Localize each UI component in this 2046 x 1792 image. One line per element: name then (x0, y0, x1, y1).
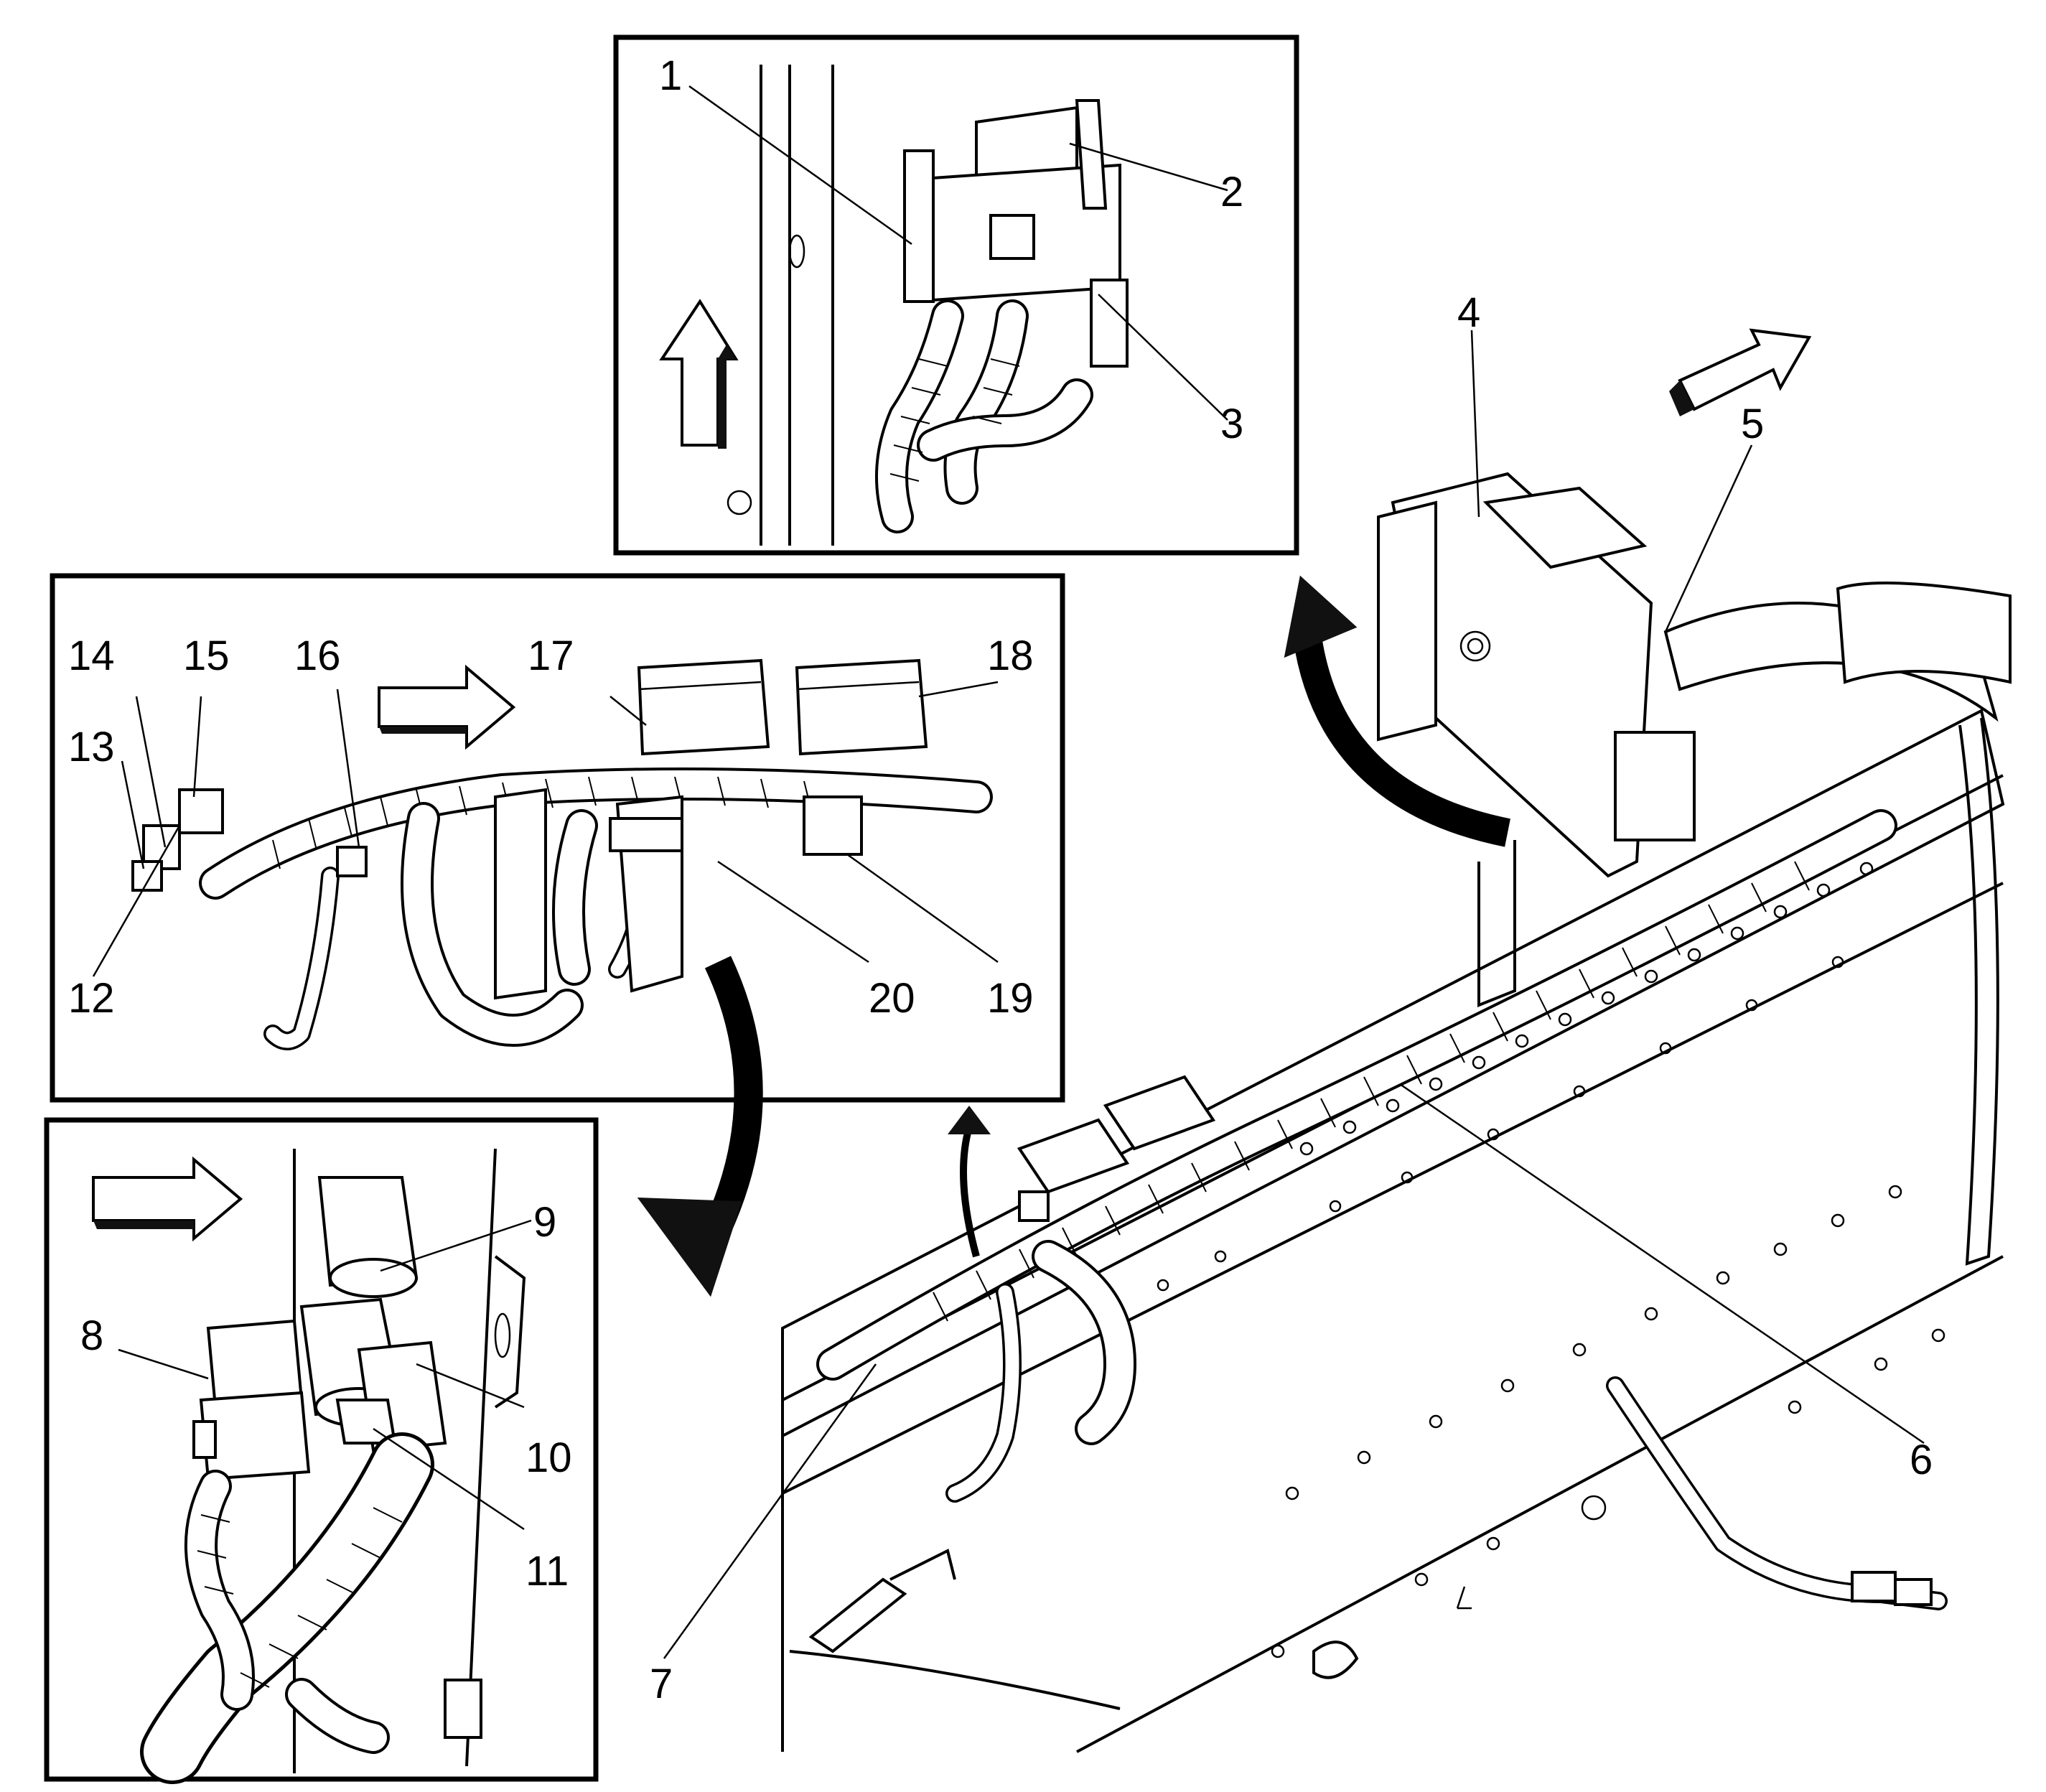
callout-18: 18 (987, 633, 1034, 679)
callout-1: 1 (659, 52, 682, 99)
arrow-diagonal-icon (1669, 328, 1812, 416)
inset-relay-detail (613, 34, 1299, 556)
callout-6: 6 (1910, 1437, 1933, 1483)
callout-12: 12 (68, 975, 115, 1022)
callout-10: 10 (525, 1434, 572, 1481)
callout-15: 15 (183, 633, 230, 679)
callout-9: 9 (533, 1199, 556, 1246)
inset-harness-modules (50, 573, 1065, 1103)
curved-arrow-icon (637, 956, 763, 1297)
callout-20: 20 (869, 975, 915, 1022)
callout-2: 2 (1220, 169, 1243, 215)
arrow-up-icon (659, 299, 739, 449)
callout-5: 5 (1741, 401, 1764, 447)
arrow-right-icon (378, 664, 516, 750)
callout-3: 3 (1220, 401, 1243, 447)
callout-4: 4 (1457, 289, 1480, 336)
arrow-right-icon (92, 1156, 243, 1242)
callout-16: 16 (294, 633, 341, 679)
inset-relay-connectors (44, 1117, 599, 1784)
callout-8: 8 (80, 1312, 103, 1359)
callout-labels: 1 2 3 4 5 6 7 8 9 10 11 12 13 14 15 16 1… (68, 52, 1933, 1707)
callout-19: 19 (987, 975, 1034, 1022)
callout-11: 11 (525, 1548, 569, 1595)
callout-13: 13 (68, 724, 115, 770)
leader-lines (92, 85, 1925, 1659)
vehicle-frame-scene (781, 472, 2012, 1753)
callout-17: 17 (528, 633, 574, 679)
callout-14: 14 (68, 633, 115, 679)
callout-7: 7 (650, 1661, 673, 1707)
curved-arrow-icon (948, 575, 1510, 1258)
